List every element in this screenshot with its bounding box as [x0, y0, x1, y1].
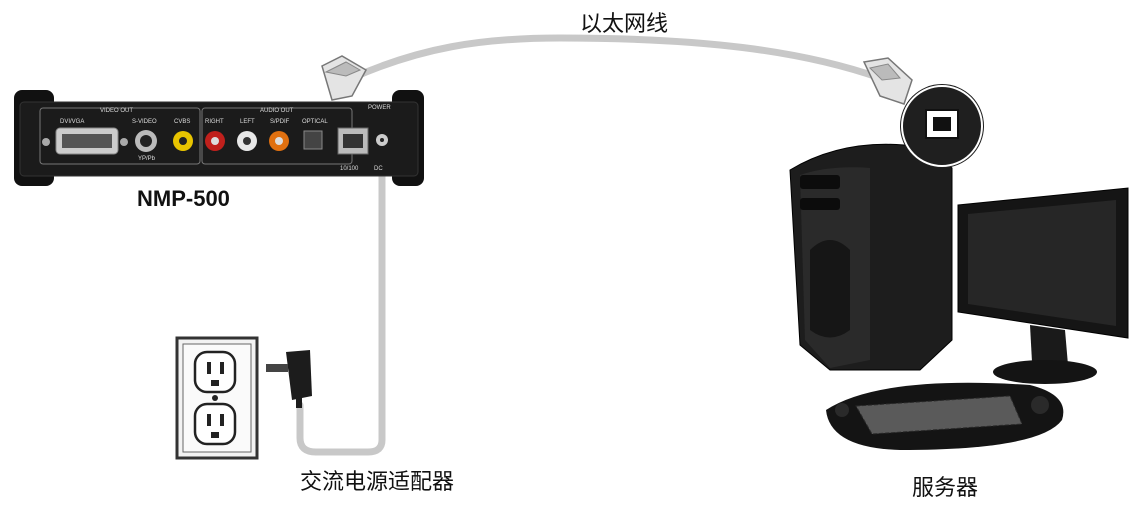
ypbpr-label: YP/Pb: [138, 156, 156, 162]
ethernet-plug-right: [862, 57, 913, 105]
power-adapter-label: 交流电源适配器: [300, 470, 455, 495]
dvi-label: DVI/VGA: [60, 119, 84, 125]
server-label: 服务器: [912, 476, 979, 501]
audio-out-label: AUDIO OUT: [260, 108, 294, 114]
keyboard: [826, 382, 1064, 450]
svideo-label: S-VIDEO: [132, 119, 157, 125]
wall-outlet: [175, 336, 259, 460]
right-label: RIGHT: [205, 119, 224, 125]
ethernet-cable-label: 以太网线: [580, 12, 669, 37]
cvbs-label: CVBS: [174, 119, 190, 125]
optical-label: OPTICAL: [302, 119, 328, 125]
lan-label: 10/100: [340, 166, 359, 172]
computer-tower: [789, 143, 953, 371]
video-out-label: VIDEO OUT: [100, 108, 133, 114]
ethernet-plug-left: [321, 55, 368, 101]
device-name-label: NMP-500: [137, 186, 230, 211]
power-adapter: [266, 350, 312, 408]
power-cable: [296, 166, 386, 456]
monitor: [957, 187, 1129, 384]
spdif-label: S/PDIF: [270, 119, 290, 125]
network-port-callout: [900, 84, 984, 168]
dc-label: DC: [374, 166, 383, 172]
power-label: POWER: [368, 105, 391, 111]
nmp-500-device: VIDEO OUT AUDIO OUT DVI/VGA S-VIDEO CVBS…: [14, 90, 424, 186]
left-label: LEFT: [240, 119, 255, 125]
ethernet-cable: [348, 34, 884, 82]
